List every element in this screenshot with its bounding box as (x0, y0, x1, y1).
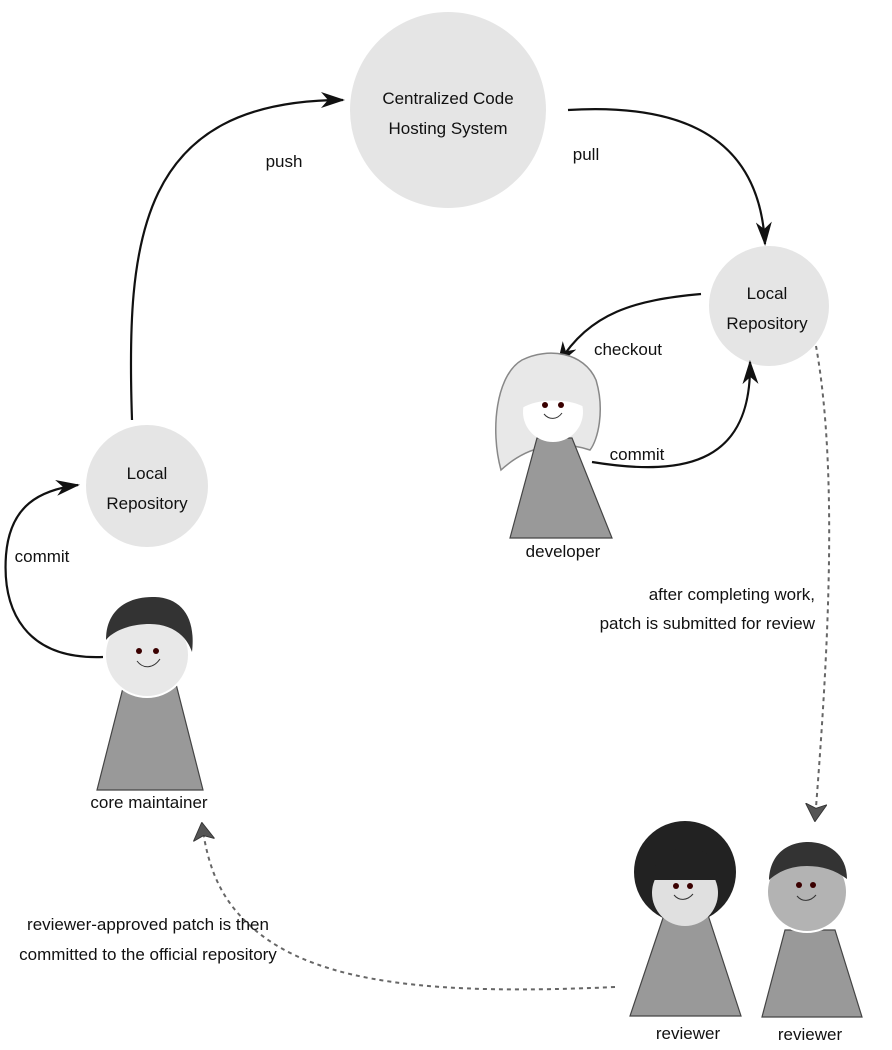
submit-annotation-line2: patch is submitted for review (600, 614, 816, 633)
reviewer-2-label: reviewer (778, 1025, 843, 1044)
core-maintainer-mouth (136, 658, 161, 668)
core-maintainer-hair (106, 596, 193, 652)
reviewer-2-mouth (796, 894, 817, 901)
local-repository-left-node: Local Repository (86, 425, 208, 547)
approved-patch-arrow (202, 824, 616, 991)
pull-arrow (567, 108, 772, 246)
developer-eye-left (542, 402, 548, 408)
local-repository-left-label-line2: Repository (106, 494, 188, 513)
reviewer-1-mouth (673, 893, 694, 900)
reviewer-1-eye-right (687, 883, 693, 889)
commit-developer-arrow (591, 360, 759, 469)
reviewer-2-body (761, 929, 863, 1018)
developer-bangs (521, 370, 587, 408)
reviewer-2-eye-right (810, 882, 816, 888)
developer-figure (495, 352, 613, 539)
approved-annotation-line2: committed to the official repository (19, 945, 277, 964)
commit-maintainer-label: commit (15, 547, 70, 566)
push-arrow (129, 92, 345, 421)
pull-label: pull (573, 145, 599, 164)
core-maintainer-figure (96, 596, 204, 791)
reviewer-2-hair (769, 842, 847, 880)
reviewer-1-body (629, 914, 742, 1017)
developer-mouth (543, 412, 563, 419)
reviewer-1-bangs (650, 848, 721, 880)
local-repository-left-label-line1: Local (127, 464, 168, 483)
commit-developer-label: commit (610, 445, 665, 464)
core-maintainer-eye-left (136, 648, 142, 654)
submit-for-review-arrow (815, 345, 831, 820)
core-maintainer-body (96, 683, 204, 791)
core-maintainer-label: core maintainer (90, 793, 208, 812)
central-hosting-node: Centralized Code Hosting System (350, 12, 546, 208)
central-hosting-label-line2: Hosting System (388, 119, 507, 138)
local-repository-right-node: Local Repository (709, 246, 829, 366)
commit-maintainer-arrow (4, 479, 104, 659)
local-repository-right-label-line2: Repository (726, 314, 808, 333)
push-label: push (266, 152, 303, 171)
reviewer-2-eye-left (796, 882, 802, 888)
developer-label: developer (526, 542, 601, 561)
central-hosting-label-line1: Centralized Code (382, 89, 513, 108)
reviewer-1-eye-left (673, 883, 679, 889)
submit-annotation-line1: after completing work, (649, 585, 815, 604)
approved-annotation-line1: reviewer-approved patch is then (27, 915, 269, 934)
checkout-label: checkout (594, 340, 662, 359)
reviewer-1-figure (629, 821, 742, 1017)
checkout-arrow (556, 292, 702, 366)
reviewer-1-label: reviewer (656, 1024, 721, 1043)
reviewer-2-figure (761, 842, 863, 1018)
local-repository-right-label-line1: Local (747, 284, 788, 303)
developer-eye-right (558, 402, 564, 408)
core-maintainer-eye-right (153, 648, 159, 654)
